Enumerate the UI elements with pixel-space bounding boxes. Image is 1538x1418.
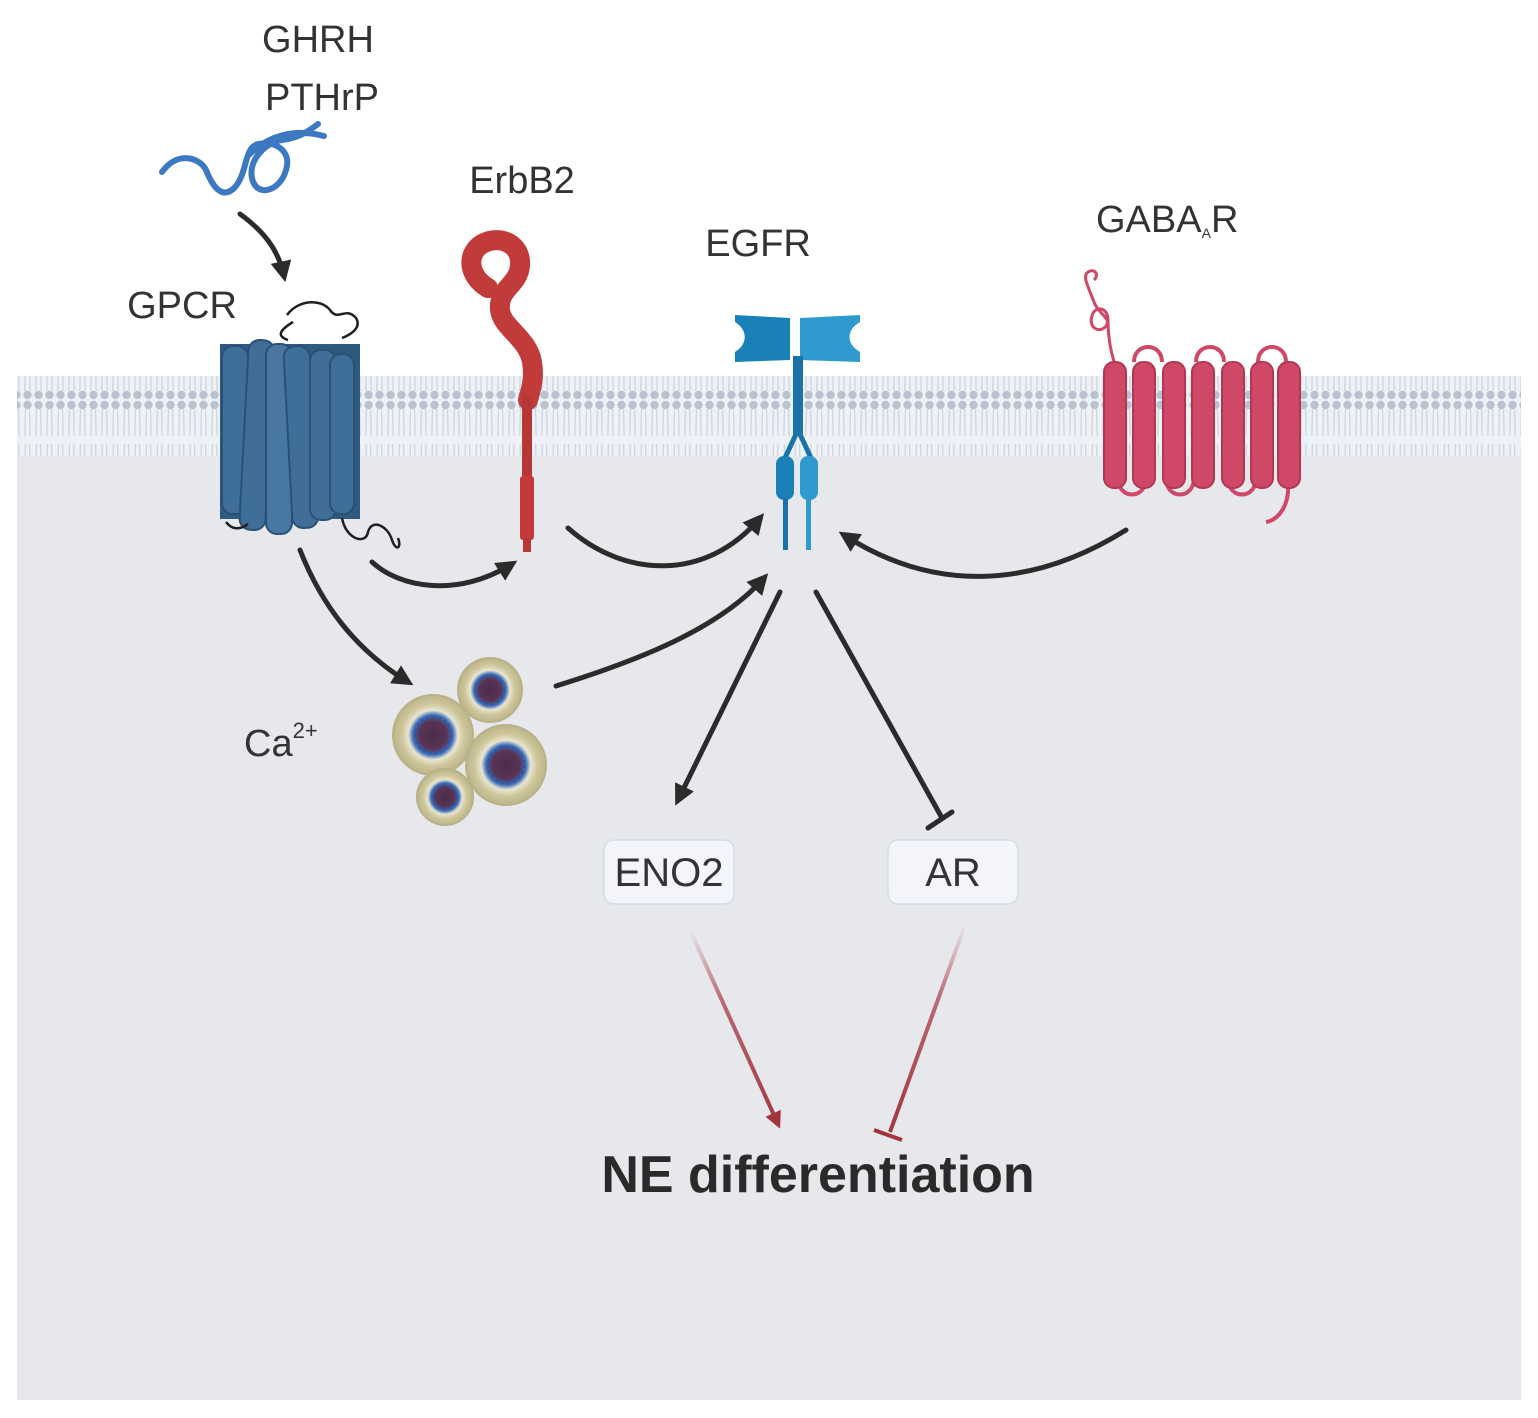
arrow-gpcr-to-calcium (297, 547, 414, 686)
eno2-box: ENO2 (603, 839, 735, 905)
calcium-label: Ca2+ (244, 718, 318, 765)
arrow-gabaar-to-egfr (838, 527, 1129, 579)
arrow-calcium-to-egfr (553, 573, 769, 689)
ar-label: AR (925, 851, 981, 895)
ar-box: AR (887, 839, 1019, 905)
ghrh-label: GHRH (262, 19, 374, 61)
arrow-gpcr-to-erbb2 (369, 559, 518, 589)
inhibit-egfr-to-ar-bar (925, 809, 955, 831)
pthrp-label: PTHrP (265, 77, 379, 119)
gabaar-label-main: GABA (1096, 199, 1202, 241)
gabaar-icon (1084, 269, 1301, 524)
egfr-icon (735, 315, 860, 550)
pathway-arrows (237, 211, 1129, 831)
inhibit-ar-to-ne (888, 924, 967, 1133)
gabaar-label-sub: A (1202, 225, 1212, 241)
ligand-peptide-icon (159, 121, 327, 196)
arrow-erbb2-to-egfr (565, 513, 765, 569)
gpcr-label: GPCR (127, 285, 237, 327)
calcium-label-base: Ca (244, 723, 293, 765)
arrow-egfr-to-eno2 (675, 589, 783, 806)
eno2-label: ENO2 (615, 851, 724, 895)
inhibit-egfr-to-ar (813, 589, 945, 821)
inhibit-ar-to-ne-bar (873, 1128, 903, 1142)
egfr-label: EGFR (705, 223, 811, 265)
calcium-label-charge: 2+ (293, 718, 318, 743)
calcium-vesicles-icon (392, 657, 547, 826)
arrow-ligand-to-gpcr (237, 211, 292, 283)
cytoplasm-area (17, 410, 1521, 1400)
gabaar-label: GABAAR (1096, 199, 1238, 241)
arrow-eno2-to-ne (688, 929, 781, 1129)
gpcr-icon (220, 301, 401, 549)
gabaar-label-tail: R (1211, 199, 1238, 241)
erbb2-icon (461, 230, 543, 552)
erbb2-label: ErbB2 (469, 160, 575, 202)
outcome-label: NE differentiation (601, 1146, 1034, 1204)
